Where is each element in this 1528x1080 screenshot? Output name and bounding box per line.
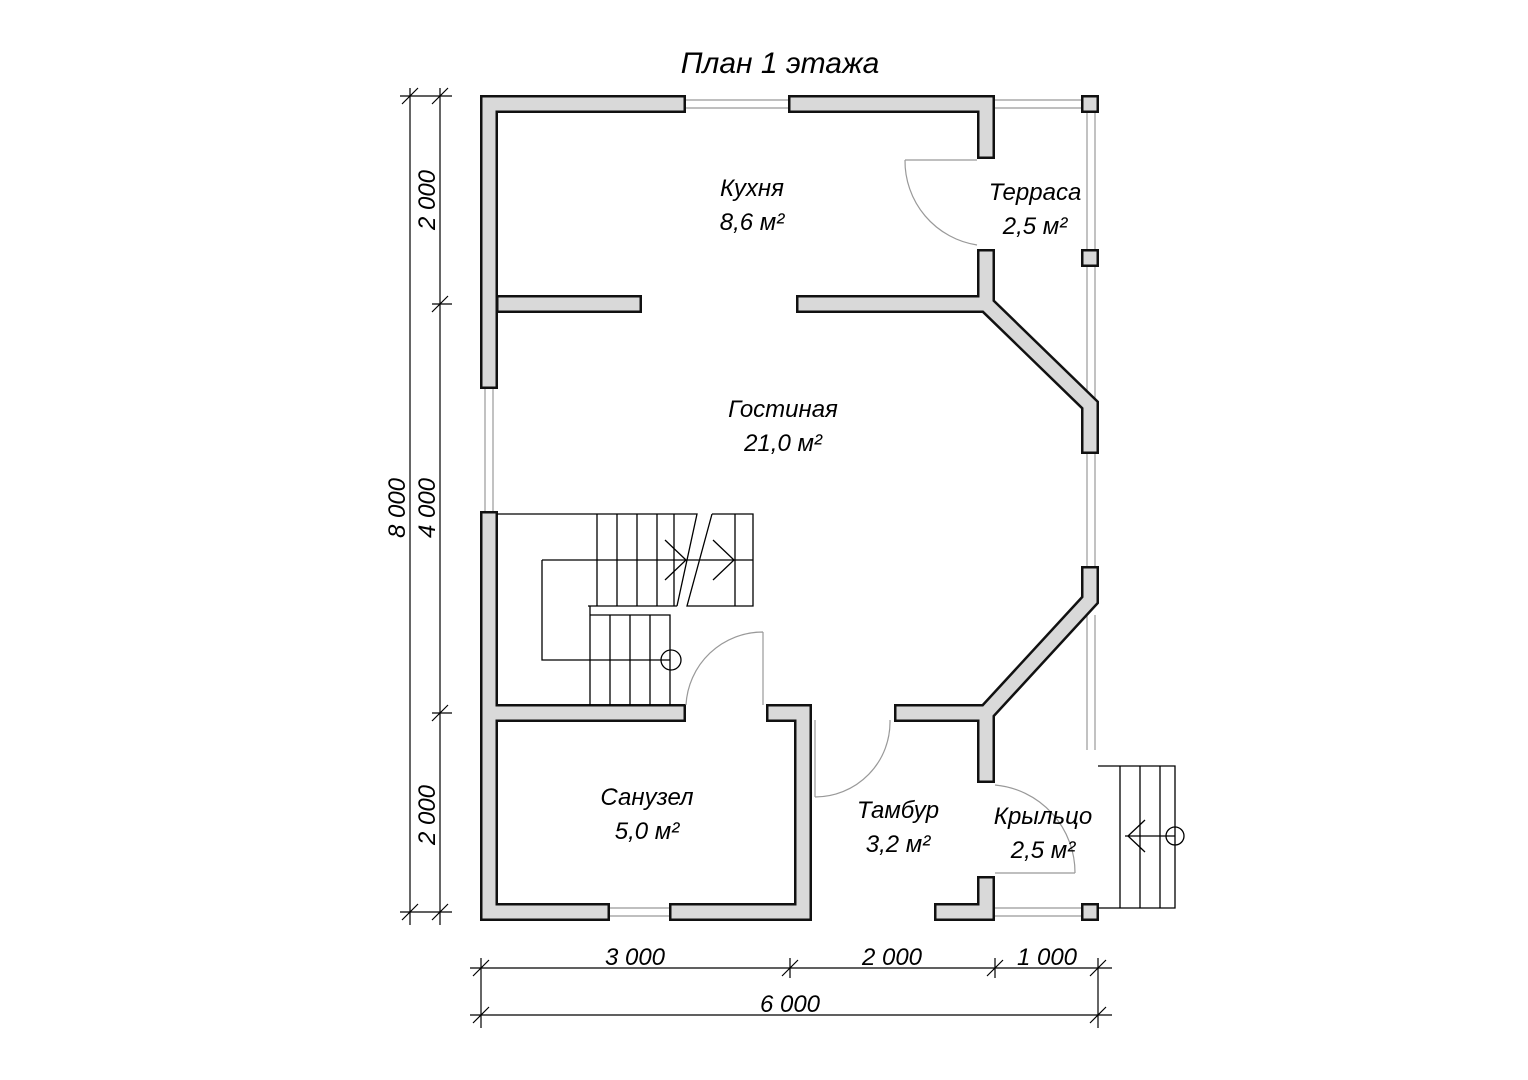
room-porch-name: Крыльцо (994, 803, 1092, 830)
plan-title: План 1 этажа (681, 47, 880, 80)
doors (685, 159, 1076, 874)
room-bathroom-name: Санузел (600, 784, 694, 811)
room-vestibule-area: 3,2 м² (866, 831, 931, 858)
staircase (497, 513, 754, 705)
room-kitchen-name: Кухня (720, 175, 784, 202)
room-labels: Кухня 8,6 м² Терраса 2,5 м² Гостиная 21,… (600, 175, 1092, 864)
room-vestibule-name: Тамбур (857, 797, 939, 824)
dim-horizontal-1: 3 000 (605, 944, 666, 971)
room-living-name: Гостиная (728, 396, 838, 423)
dimension-lines: 8 000 2 000 4 000 2 000 3 000 2 000 1 00… (384, 87, 1112, 1028)
room-living-area: 21,0 м² (743, 430, 823, 457)
dim-horizontal-total: 6 000 (760, 991, 821, 1018)
room-kitchen-area: 8,6 м² (720, 209, 785, 236)
dim-vertical-3: 2 000 (414, 784, 441, 846)
walls (480, 95, 1099, 921)
room-porch-area: 2,5 м² (1010, 837, 1076, 864)
windows (484, 99, 1096, 917)
room-terrace-area: 2,5 м² (1002, 213, 1068, 240)
dim-horizontal-2: 2 000 (861, 944, 923, 971)
dim-vertical-1: 2 000 (414, 169, 441, 231)
dim-horizontal-3: 1 000 (1017, 944, 1078, 971)
room-terrace-name: Терраса (989, 179, 1082, 206)
room-bathroom-area: 5,0 м² (615, 818, 680, 845)
porch-steps (1098, 765, 1185, 909)
dim-vertical-total: 8 000 (384, 477, 411, 538)
dim-vertical-2: 4 000 (414, 477, 441, 538)
